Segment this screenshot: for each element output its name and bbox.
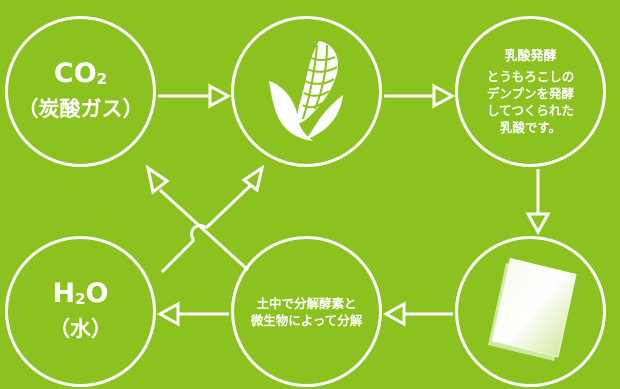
- lactic-line-4: 乳酸です。: [499, 119, 562, 135]
- node-decomposition: 土中で分解酵素と 微生物によって分解: [231, 236, 382, 387]
- co2-formula: CO2: [53, 58, 108, 89]
- h2o-formula: H2O: [52, 278, 109, 309]
- lactic-line-3: してつくられた: [487, 102, 574, 118]
- corn-icon: [268, 40, 343, 141]
- arrow-co2-to-corn: [158, 83, 232, 109]
- arrow-corn-to-lactic: [384, 83, 456, 109]
- decomp-line-2: 微生物によって分解: [250, 312, 363, 328]
- co2-label: （炭酸ガス）: [17, 97, 144, 121]
- plastic-film-icon: [487, 257, 577, 361]
- node-lactic-fermentation: 乳酸発酵 とうもろこしの デンプンを発酵 してつくられた 乳酸です。: [455, 16, 606, 167]
- lactic-line-2: デンプンを発酵: [486, 85, 575, 101]
- arrow-film-to-decomp: [382, 301, 453, 327]
- arrow-lactic-to-film: [525, 169, 551, 236]
- node-film: [455, 236, 606, 387]
- node-co2: CO2 （炭酸ガス）: [5, 16, 156, 167]
- arrow-h2o-to-corn: [160, 164, 265, 274]
- node-h2o: H2O （水）: [5, 236, 156, 387]
- arrow-decomp-to-co2: [145, 164, 250, 272]
- arrow-decomp-to-h2o: [156, 301, 229, 327]
- lactic-line-1: とうもろこしの: [486, 68, 575, 84]
- decomp-line-1: 土中で分解酵素と: [256, 295, 357, 311]
- node-corn: [231, 16, 382, 167]
- h2o-label: （水）: [49, 317, 112, 341]
- lactic-title: 乳酸発酵: [504, 48, 557, 64]
